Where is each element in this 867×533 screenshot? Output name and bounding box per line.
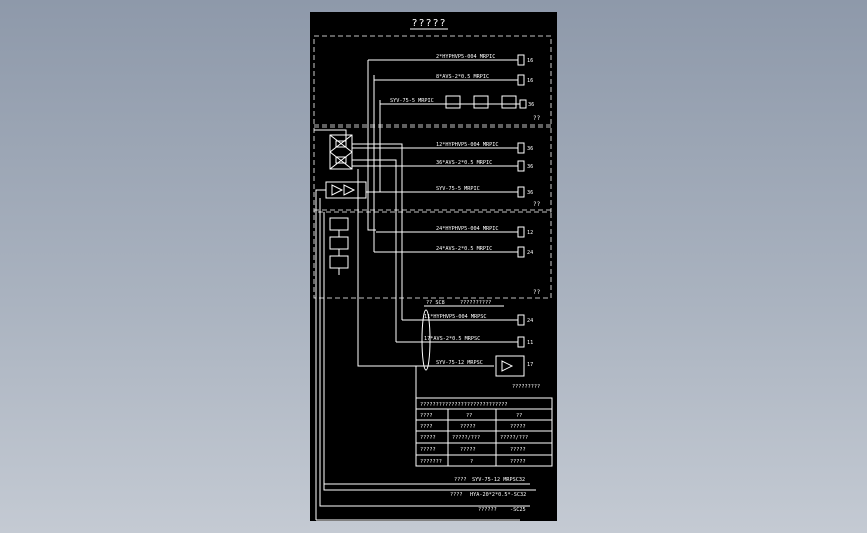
cable-label: 2*HYPHVP5-004 MRPIC bbox=[436, 54, 495, 60]
output-device-label: ????????? bbox=[512, 384, 540, 390]
zone-mark-1: ?? bbox=[533, 115, 541, 122]
cable-label: SYV-75-5 MRPIC bbox=[390, 98, 434, 104]
bottom-cable-name: ???? bbox=[450, 492, 463, 498]
trunk-a bbox=[367, 60, 376, 231]
cable-label: 12*HYPHVP5-004 MRPIC bbox=[436, 142, 498, 148]
legend-cell: ????? bbox=[460, 424, 476, 430]
switch-cross-b bbox=[329, 134, 353, 153]
cable-label: 11*HYPHVP5-004 MRPSC bbox=[424, 314, 486, 320]
legend-cell: ????? bbox=[460, 447, 476, 453]
terminal-symbols bbox=[517, 54, 527, 348]
splitter-boxes bbox=[445, 95, 517, 109]
output-device-icon bbox=[501, 360, 514, 372]
end-number: 24 bbox=[527, 250, 533, 256]
end-number: 36 bbox=[528, 102, 534, 108]
legend-title: ???????????????????????????? bbox=[420, 402, 507, 408]
section-header-right: ?????????? bbox=[460, 300, 491, 306]
trunk-k bbox=[314, 129, 347, 144]
zone-mark-2: ?? bbox=[533, 201, 541, 208]
legend-cell: ?? bbox=[466, 413, 472, 419]
drawing-title: ????? bbox=[411, 18, 446, 29]
trunk-i bbox=[323, 212, 536, 491]
end-number: 24 bbox=[527, 318, 533, 324]
zone-middle bbox=[313, 124, 552, 213]
cable-label: 36*AVS-2*0.5 MRPIC bbox=[436, 160, 492, 166]
legend-cell: ?????/??? bbox=[452, 435, 480, 441]
amplifier-icon-1 bbox=[331, 184, 344, 196]
cable-label: 24*AVS-2*0.5 MRPIC bbox=[436, 246, 492, 252]
end-number: 11 bbox=[527, 340, 533, 346]
legend-table: ???????????????????????????? ???? ?? ?? … bbox=[415, 397, 553, 467]
zone-lower bbox=[313, 209, 552, 299]
trunk-f bbox=[357, 169, 494, 367]
bottom-cable-spec: -SC25 bbox=[510, 507, 526, 513]
zone-mark-3: ?? bbox=[533, 289, 541, 296]
switch-module-2 bbox=[335, 156, 347, 164]
trunk-d bbox=[352, 143, 403, 320]
legend-cell: ??????? bbox=[420, 459, 442, 465]
switch-cross-d bbox=[329, 151, 353, 170]
legend-cell: ????? bbox=[420, 447, 436, 453]
bottom-cable-spec: SYV-75-12 MRPSC32 bbox=[472, 477, 525, 483]
cable-label: SYV-75-12 MRPSC bbox=[436, 360, 483, 366]
cable-label: 8*AVS-2*0.5 MRPIC bbox=[436, 74, 489, 80]
legend-cell: ? bbox=[470, 459, 473, 465]
legend-cell: ?? bbox=[516, 413, 522, 419]
legend-cell: ????? bbox=[510, 459, 526, 465]
legend-cell: ???? bbox=[420, 424, 433, 430]
end-number: 16 bbox=[527, 78, 533, 84]
trunk-h bbox=[319, 198, 530, 507]
bottom-cable-name: ?????? bbox=[478, 507, 497, 513]
bottom-cable-name: ???? bbox=[454, 477, 467, 483]
end-number: 36 bbox=[527, 146, 533, 152]
cable-label: 17*AVS-2*0.5 MRPSC bbox=[424, 336, 480, 342]
zone-upper bbox=[313, 35, 552, 128]
trunk-g bbox=[315, 189, 326, 520]
end-number: 12 bbox=[527, 230, 533, 236]
legend-cell: ?????/??? bbox=[500, 435, 528, 441]
drawing-sheet bbox=[310, 12, 557, 521]
cable-label: SYV-75-5 MRPIC bbox=[436, 186, 480, 192]
end-number: 17 bbox=[527, 362, 533, 368]
section-header: ?? SC8 bbox=[426, 300, 445, 306]
bottom-cable-spec: HYA-20*2*0.5*-SC32 bbox=[470, 492, 526, 498]
legend-cell: ???? bbox=[420, 413, 433, 419]
end-number: 36 bbox=[527, 164, 533, 170]
end-number: 36 bbox=[527, 190, 533, 196]
output-device bbox=[495, 355, 525, 377]
trunk-e bbox=[352, 159, 397, 342]
legend-cell: ????? bbox=[510, 424, 526, 430]
amplifier-icon-2 bbox=[343, 184, 356, 196]
legend-table-border bbox=[415, 397, 553, 467]
legend-cell: ????? bbox=[420, 435, 436, 441]
cable-bundle-mark bbox=[421, 309, 431, 371]
cable-label: 24*HYPHVP5-004 MRPIC bbox=[436, 226, 498, 232]
end-number: 16 bbox=[527, 58, 533, 64]
legend-cell: ????? bbox=[510, 447, 526, 453]
